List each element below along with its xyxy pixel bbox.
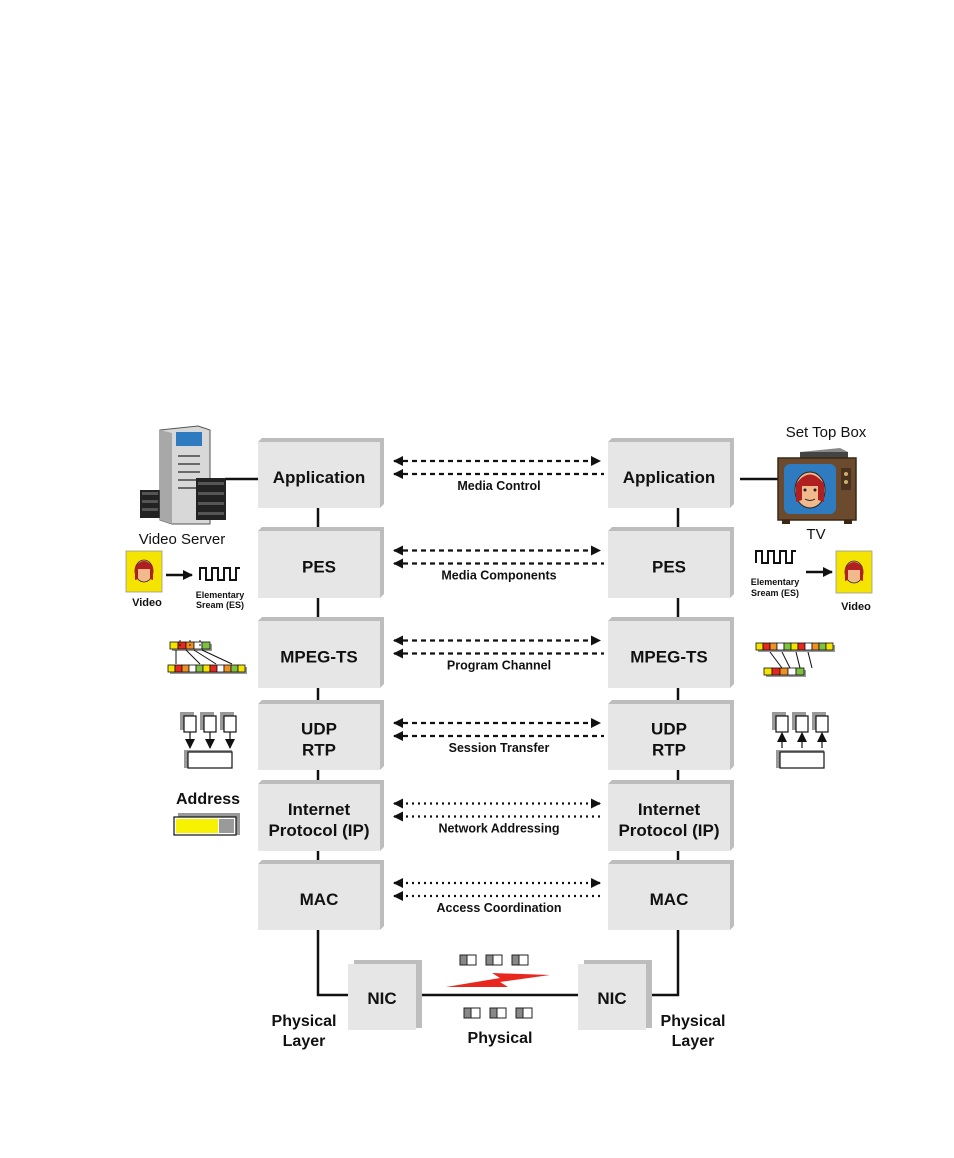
right-video-label: Video <box>841 601 871 613</box>
packet-bar-icon-right <box>755 642 835 677</box>
square-wave-icon-left <box>199 567 240 581</box>
stack-connectors <box>225 477 778 997</box>
layer-box-left-mac-label-1: MAC <box>300 890 339 909</box>
layer-box-left-udp-rtp: UDP RTP <box>258 700 384 770</box>
layer-box-right-application: Application <box>608 438 734 508</box>
layer-box-left-mpeg-ts-label-1: MPEG-TS <box>280 648 357 667</box>
television-icon <box>777 457 857 524</box>
square-wave-icon-right <box>755 550 796 564</box>
connection-label-pes: Media Components <box>441 569 556 583</box>
layer-box-left-application: Application <box>258 438 384 508</box>
nic-right: NIC <box>578 960 652 1030</box>
layer-box-left-application-label-1: Application <box>273 468 366 487</box>
connection-mac: Access Coordination <box>393 878 604 915</box>
nic-left: NIC <box>348 960 422 1030</box>
layer-box-right-mac-label-1: MAC <box>650 890 689 909</box>
layer-box-left-ip-label-1: Internet <box>288 800 351 819</box>
connection-label-mpeg-ts: Program Channel <box>447 659 551 673</box>
layer-box-right-mpeg-ts: MPEG-TS <box>608 617 734 688</box>
connection-udp-rtp: Session Transfer <box>393 718 604 755</box>
tv-label: TV <box>806 526 825 543</box>
udp-packets-icon-right <box>772 712 829 769</box>
physical-layer-right-line2: Layer <box>672 1033 715 1050</box>
layer-box-right-ip-label-1: Internet <box>638 800 701 819</box>
layer-box-right-udp-rtp-label-1: UDP <box>651 720 687 739</box>
face-video-icon-left <box>125 550 163 593</box>
layer-box-right-mac: MAC <box>608 860 734 930</box>
layer-box-left-udp-rtp-label-2: RTP <box>302 741 336 760</box>
set-top-box-label: Set Top Box <box>786 424 867 441</box>
connection-ip: Network Addressing <box>393 798 604 836</box>
face-video-icon-right <box>835 550 873 594</box>
address-bar-icon <box>173 813 240 836</box>
right-es-label-line1: Elementary <box>751 577 800 587</box>
connection-label-ip: Network Addressing <box>438 822 559 836</box>
layer-box-left-ip-label-2: Protocol (IP) <box>268 821 369 840</box>
set-top-box-icon <box>800 448 848 459</box>
layer-box-right-pes-label-1: PES <box>652 558 686 577</box>
nic-left-label: NIC <box>367 989 396 1008</box>
left-es-label-line2: Sream (ES) <box>196 600 244 610</box>
left-video-label: Video <box>132 597 162 609</box>
layer-box-right-ip-label-2: Protocol (IP) <box>618 821 719 840</box>
left-es-label-line1: Elementary <box>196 590 245 600</box>
udp-packets-icon-left <box>180 712 237 769</box>
layer-box-left-udp-rtp-label-1: UDP <box>301 720 337 739</box>
layer-box-left-pes-label-1: PES <box>302 558 336 577</box>
packet-bar-icon-left <box>167 640 247 674</box>
physical-link-label: Physical <box>468 1030 533 1047</box>
video-server-label: Video Server <box>139 531 225 548</box>
connection-label-mac: Access Coordination <box>436 901 561 915</box>
layer-box-right-mpeg-ts-label-1: MPEG-TS <box>630 648 707 667</box>
connection-label-udp-rtp: Session Transfer <box>449 741 550 755</box>
layer-box-left-mpeg-ts: MPEG-TS <box>258 617 384 688</box>
physical-layer-right-line1: Physical <box>661 1013 726 1030</box>
link-packets-icon <box>459 954 533 1019</box>
address-label: Address <box>176 791 240 808</box>
layer-box-right-udp-rtp: UDP RTP <box>608 700 734 770</box>
layer-box-right-pes: PES <box>608 527 734 598</box>
layer-box-left-mac: MAC <box>258 860 384 930</box>
video-server-icon <box>140 425 226 525</box>
connection-mpeg-ts: Program Channel <box>393 635 604 673</box>
layer-box-left-pes: PES <box>258 527 384 598</box>
nic-right-label: NIC <box>597 989 626 1008</box>
physical-layer-left-line2: Layer <box>283 1033 326 1050</box>
layer-box-right-udp-rtp-label-2: RTP <box>652 741 686 760</box>
physical-layer-left-line1: Physical <box>272 1013 337 1030</box>
layer-box-right-application-label-1: Application <box>623 468 716 487</box>
connection-application: Media Control <box>393 456 604 493</box>
lightning-signal-icon <box>446 973 550 987</box>
connection-label-application: Media Control <box>457 479 540 493</box>
right-es-label-line2: Sream (ES) <box>751 588 799 598</box>
connection-pes: Media Components <box>393 545 604 583</box>
